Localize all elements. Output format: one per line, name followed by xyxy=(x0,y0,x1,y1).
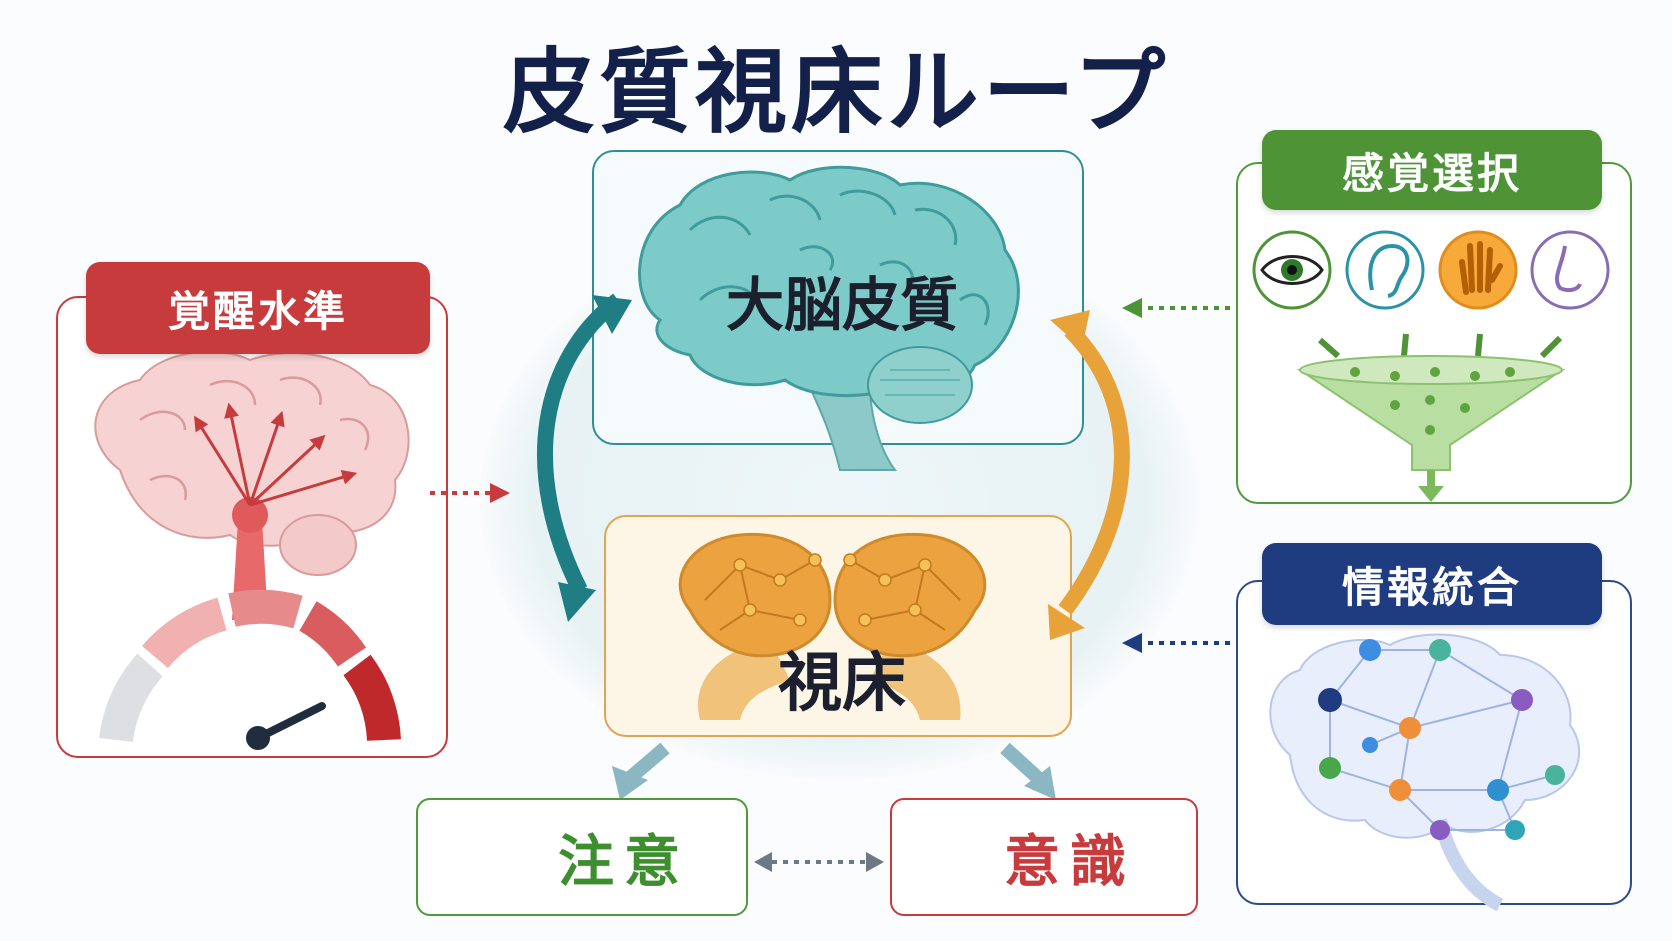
ear-icon xyxy=(1345,230,1425,310)
filter-funnel-icon xyxy=(1296,355,1566,502)
network-brain-icon xyxy=(1269,633,1581,912)
attention-label: 注意 xyxy=(558,829,690,895)
attention-box: 注意 xyxy=(416,798,748,916)
page-title: 皮質視床ループ xyxy=(502,39,1170,146)
cortex-brain-icon xyxy=(638,165,1020,471)
thalamus-icon xyxy=(678,532,987,720)
hand-icon xyxy=(1438,230,1518,310)
arousal-brain-icon xyxy=(94,350,410,620)
consciousness-box: 意識 xyxy=(890,798,1198,916)
sensory-selection-tag: 感覚選択 xyxy=(1262,130,1602,210)
eye-icon xyxy=(1252,230,1332,310)
sensory-input-arrows xyxy=(1318,333,1563,359)
nose-icon xyxy=(1530,230,1610,310)
thalamus-to-cortex-arrow xyxy=(1058,324,1130,615)
thalamus-label: 視床 xyxy=(778,647,906,721)
information-integration-tag: 情報統合 xyxy=(1262,543,1602,625)
arousal-level-tag: 覚醒水準 xyxy=(86,262,430,354)
cortex-label: 大脳皮質 xyxy=(725,271,958,339)
consciousness-label: 意識 xyxy=(1004,829,1136,895)
arousal-gauge xyxy=(99,589,401,750)
cortex-to-thalamus-arrow xyxy=(537,293,623,594)
